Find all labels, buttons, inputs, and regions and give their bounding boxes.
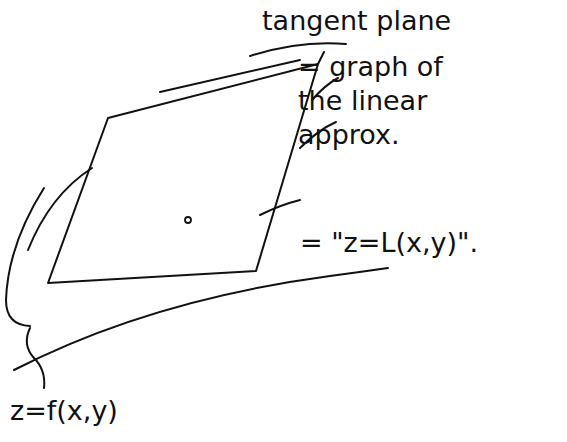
equation-label: = "z=L(x,y)".	[300, 226, 478, 260]
leader-bracket	[27, 328, 44, 388]
surface-curve	[28, 168, 92, 250]
surface-curve	[260, 200, 300, 215]
tangent-plane	[48, 64, 318, 283]
plane-description: = graph of the linear approx.	[298, 50, 488, 151]
surface-equation: z=f(x,y)	[10, 394, 118, 428]
surface-curve	[6, 188, 44, 326]
surface-curve	[14, 268, 388, 370]
point-dot	[185, 217, 191, 223]
plane-label: tangent plane	[262, 4, 451, 38]
